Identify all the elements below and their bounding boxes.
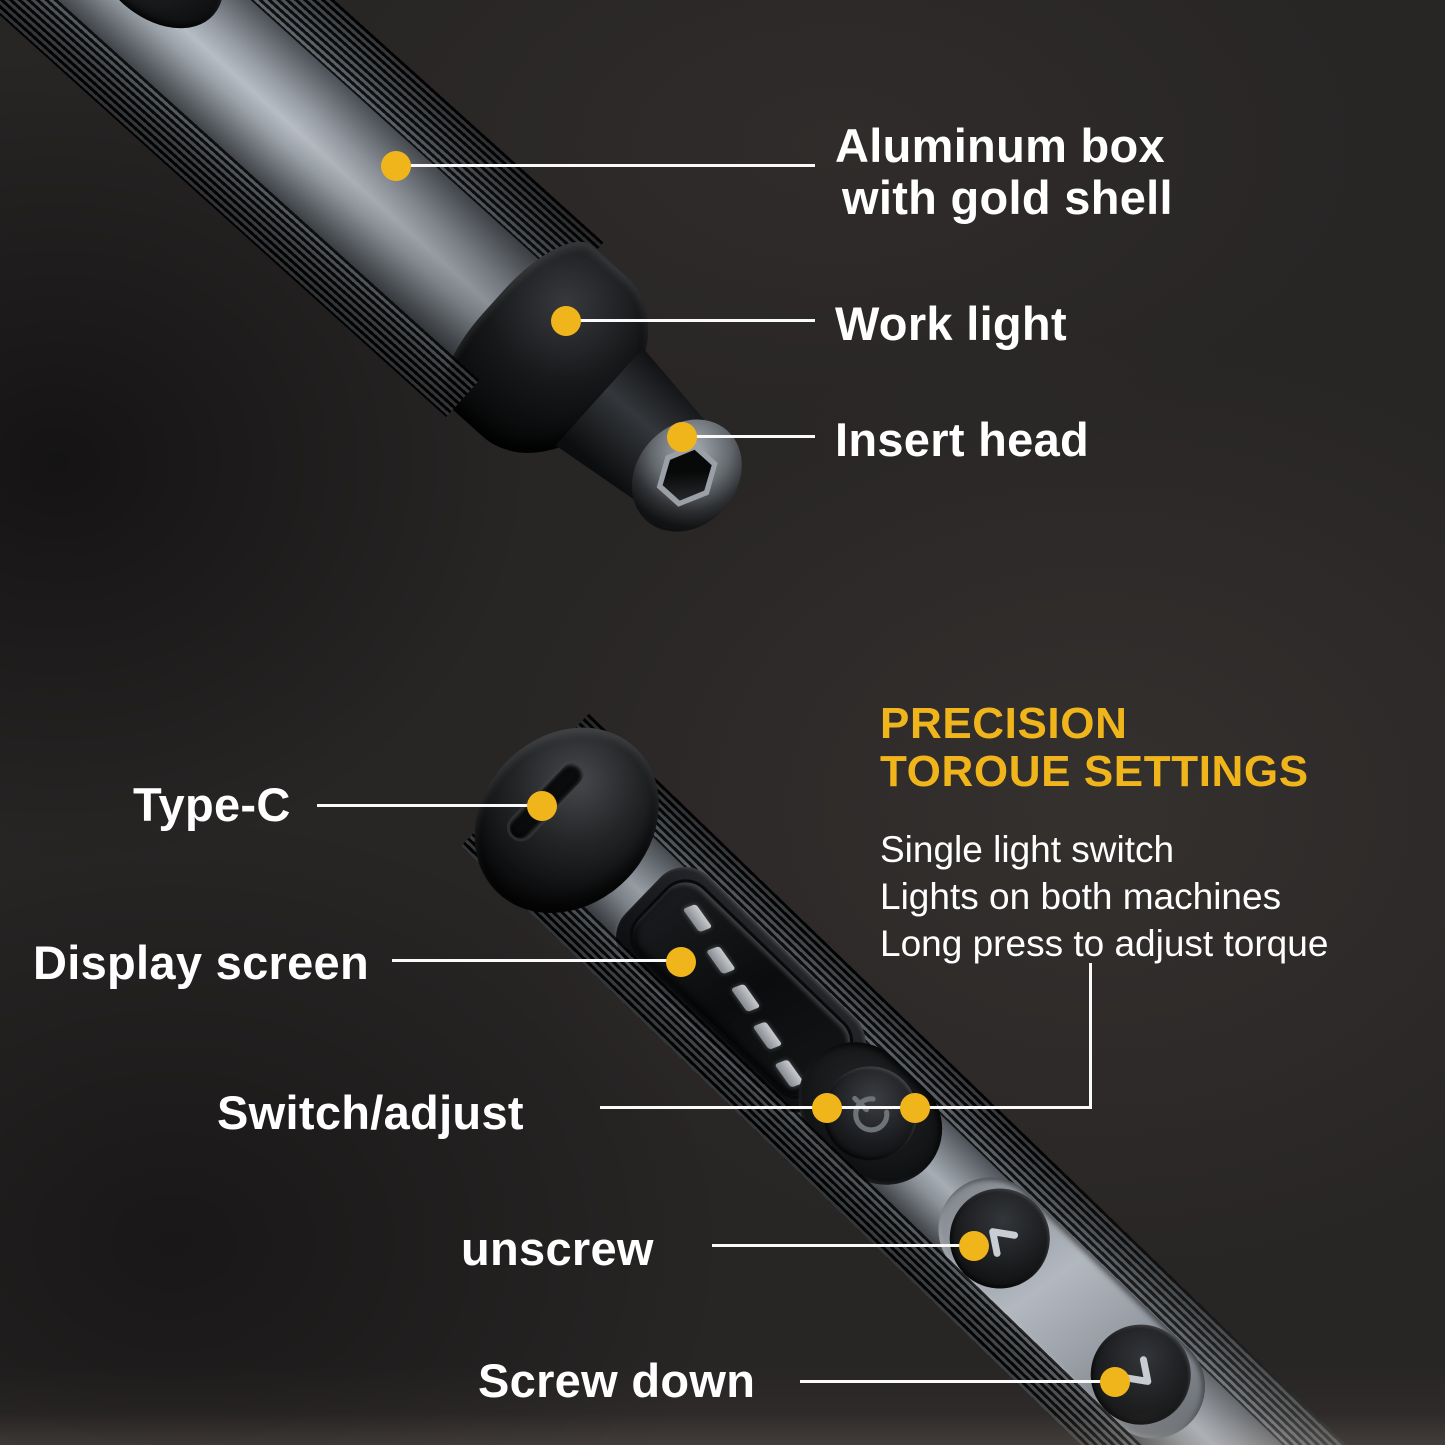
screw-down-button bbox=[1070, 1303, 1212, 1445]
label-line-2: with gold shell bbox=[842, 171, 1173, 224]
unscrew-button bbox=[929, 1167, 1071, 1310]
callout-label-display-screen: Display screen bbox=[33, 936, 369, 989]
callout-dot-display-screen bbox=[666, 947, 696, 977]
callout-dot-switch-right bbox=[900, 1093, 930, 1123]
leader-line-torque-connector bbox=[1089, 963, 1092, 1109]
panel-heading: PRECISION TOROUE SETTINGS bbox=[880, 700, 1328, 796]
callout-label-aluminum-box: Aluminum box with gold shell bbox=[835, 120, 1173, 224]
leader-line-screw-down bbox=[800, 1380, 1105, 1383]
label-line-1: Aluminum box bbox=[835, 119, 1165, 172]
leader-line-work-light bbox=[575, 319, 815, 322]
leader-line-aluminum-box bbox=[405, 164, 815, 167]
callout-label-switch-adjust: Switch/adjust bbox=[217, 1086, 524, 1139]
callout-dot-aluminum-box bbox=[381, 151, 411, 181]
callout-label-unscrew: unscrew bbox=[461, 1222, 654, 1275]
panel-heading-line-1: PRECISION bbox=[880, 699, 1128, 748]
floor-glow bbox=[0, 1365, 1445, 1445]
callout-dot-type-c bbox=[527, 791, 557, 821]
torque-settings-panel: PRECISION TOROUE SETTINGS Single light s… bbox=[880, 700, 1328, 967]
callout-dot-work-light bbox=[551, 306, 581, 336]
callout-dot-switch-left bbox=[812, 1093, 842, 1123]
callout-label-screw-down: Screw down bbox=[478, 1354, 756, 1407]
leader-line-display-screen bbox=[392, 959, 672, 962]
torque-mark-icon bbox=[730, 983, 761, 1013]
panel-body: Single light switch Lights on both machi… bbox=[880, 826, 1328, 967]
callout-label-type-c: Type-C bbox=[133, 778, 291, 831]
torque-mark-icon bbox=[682, 903, 713, 933]
leader-line-switch-adjust bbox=[600, 1106, 1092, 1109]
torque-mark-icon bbox=[752, 1021, 783, 1050]
panel-text-line-2: Lights on both machines bbox=[880, 876, 1282, 917]
leader-line-type-c bbox=[317, 804, 532, 807]
callout-dot-screw-down bbox=[1100, 1367, 1130, 1397]
power-icon bbox=[852, 1095, 890, 1133]
callout-dot-unscrew bbox=[959, 1231, 989, 1261]
chevron-down-icon bbox=[1122, 1356, 1152, 1385]
screwdriver-body-photo bbox=[436, 690, 1395, 1445]
callout-label-insert-head: Insert head bbox=[835, 413, 1090, 466]
panel-heading-line-2: TOROUE SETTINGS bbox=[880, 747, 1309, 796]
callout-label-work-light: Work light bbox=[835, 297, 1067, 350]
leader-line-insert-head bbox=[690, 435, 815, 438]
callout-dot-insert-head bbox=[667, 422, 697, 452]
screwdriver-head-photo bbox=[0, 0, 765, 555]
chevron-up-icon bbox=[989, 1228, 1019, 1257]
leader-line-unscrew bbox=[712, 1244, 964, 1247]
panel-text-line-3: Long press to adjust torque bbox=[880, 923, 1329, 964]
panel-text-line-1: Single light switch bbox=[880, 829, 1175, 870]
torque-mark-icon bbox=[706, 945, 736, 975]
